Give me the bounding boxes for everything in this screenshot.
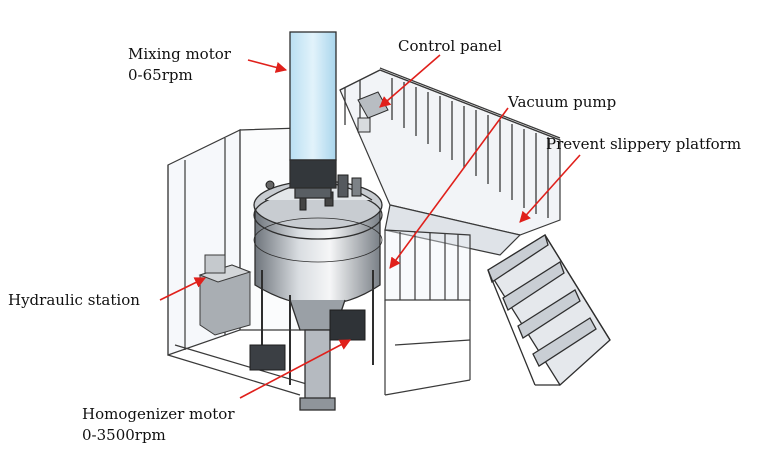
homogenizer-motor-block [249,309,366,371]
lid-fittings [265,174,362,211]
mixing-motor-label: Mixing motor 0-65rpm [128,44,231,86]
homogenizer-motor-label: Homogenizer motor 0-3500rpm [82,404,235,446]
platform-railing [339,67,561,218]
mixing-tank [253,180,383,411]
annotation-arrows [159,54,581,399]
hydraulic-station-label: Hydraulic station [8,291,140,309]
arrow-control-panel [379,54,441,108]
control-panel-label: Control panel [398,37,502,55]
vacuum-pump-label: Vacuum pump [508,93,617,111]
platform-label: Prevent slippery platform [546,135,742,153]
hydraulic-station [198,254,252,336]
arrow-vacuum-pump [389,107,509,269]
mixing-motor-name: Mixing motor [128,45,231,63]
arrow-platform [519,154,581,223]
mixing-motor-speed: 0-65rpm [128,66,193,84]
arrow-mixing-motor [247,59,288,73]
mixing-motor-column [289,31,337,199]
arrow-hydraulic-station [159,277,207,301]
upper-platform [339,69,561,256]
front-railing [384,229,471,396]
stairs [487,234,611,387]
homogenizer-motor-speed: 0-3500rpm [82,426,166,444]
arrow-homogenizer-motor [239,339,351,399]
homogenizer-motor-name: Homogenizer motor [82,405,235,423]
